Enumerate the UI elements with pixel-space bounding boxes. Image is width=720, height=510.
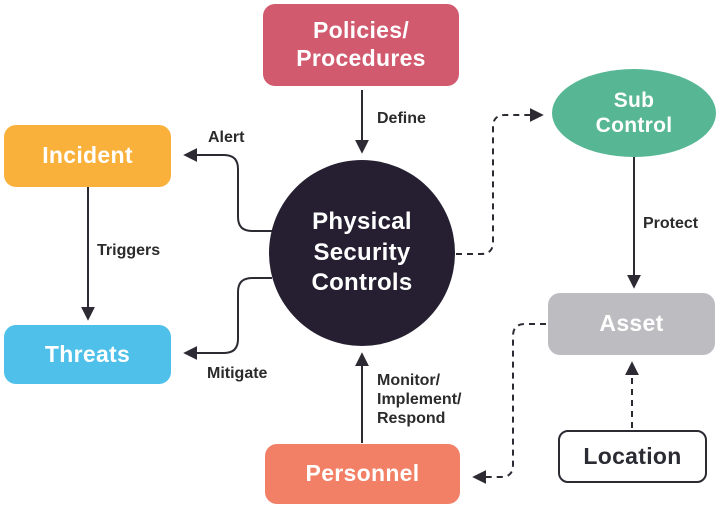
node-policies-procedures: Policies/ Procedures <box>263 4 459 86</box>
edge-alert-arrow <box>183 148 272 232</box>
edge-mitigate-arrow <box>183 277 272 360</box>
node-asset: Asset <box>548 293 715 355</box>
edge-label-mitigate: Mitigate <box>207 365 268 382</box>
edge-label-define: Define <box>377 110 426 127</box>
node-threats: Threats <box>4 325 171 384</box>
node-physical-security-controls: Physical Security Controls <box>269 160 455 346</box>
edge-label-protect: Protect <box>643 215 699 232</box>
node-location: Location <box>558 430 707 483</box>
edge-asset-to-personnel-arrow <box>472 323 546 484</box>
edge-label-triggers: Triggers <box>97 242 161 259</box>
node-sub-control: Sub Control <box>552 69 716 157</box>
node-incident: Incident <box>4 125 171 187</box>
edge-label-monitor-implement-respond: Monitor/ Implement/ Respond <box>377 372 462 428</box>
edge-label-alert: Alert <box>208 129 245 146</box>
node-personnel: Personnel <box>265 444 460 504</box>
edge-center-to-subcontrol-arrow <box>456 108 544 255</box>
